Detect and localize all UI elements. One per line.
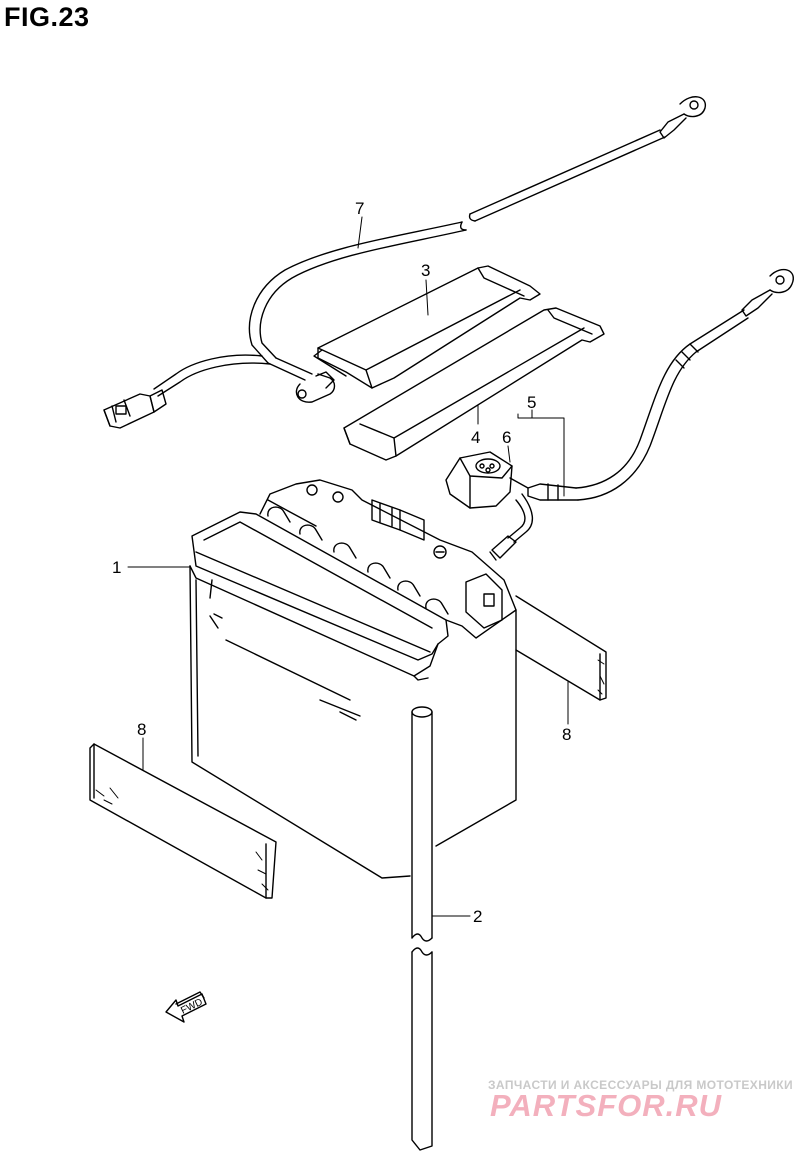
callout-label-5: 5 xyxy=(527,393,536,412)
figure-title: FIG.23 xyxy=(4,2,90,32)
cable-assembly-part[interactable] xyxy=(445,268,794,561)
callout-3 xyxy=(425,279,429,316)
callout-label-1: 1 xyxy=(112,558,121,577)
harness-cable-part[interactable] xyxy=(103,96,706,429)
callout-label-7: 7 xyxy=(355,199,364,218)
callout-label-8-left: 8 xyxy=(137,720,146,739)
tube-part[interactable] xyxy=(411,706,433,1151)
pad-right-part[interactable] xyxy=(515,595,607,701)
callout-5 xyxy=(517,409,565,497)
battery-part[interactable] xyxy=(189,479,517,879)
watermark-logo: PARTSFOR.RU xyxy=(490,1088,723,1123)
callout-label-3: 3 xyxy=(421,261,430,280)
watermark-tagline: ЗАПЧАСТИ И АКСЕССУАРЫ ДЛЯ МОТОТЕХНИКИ xyxy=(488,1078,794,1092)
callout-label-8-right: 8 xyxy=(562,725,571,744)
callout-label-4: 4 xyxy=(471,428,480,447)
band-upper-part[interactable] xyxy=(313,265,541,389)
forward-arrow-icon: FWD xyxy=(165,991,207,1023)
callout-7 xyxy=(357,216,363,249)
callout-6 xyxy=(507,445,511,463)
callout-label-2: 2 xyxy=(473,907,482,926)
callout-label-6: 6 xyxy=(502,428,511,447)
band-lower-part[interactable] xyxy=(343,307,605,461)
pad-left-part[interactable] xyxy=(89,743,277,899)
